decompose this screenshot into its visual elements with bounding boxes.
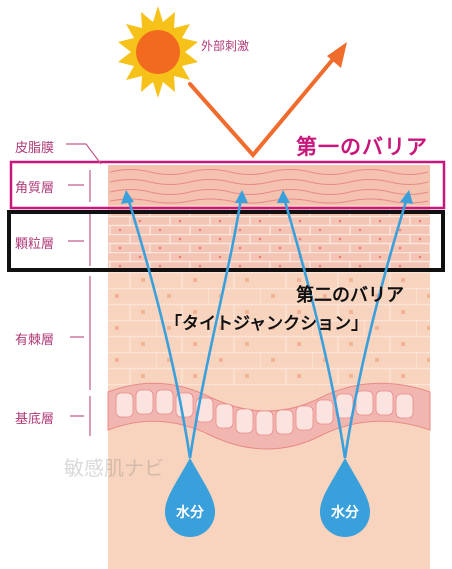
watermark: 敏感肌ナビ: [64, 456, 164, 480]
first-barrier-title: 第一のバリア: [296, 135, 428, 159]
tight-junction-label: 「タイトジャンクション」: [165, 314, 369, 334]
layer-guide-lines: [66, 143, 102, 436]
spinous-layer: [108, 269, 430, 387]
sun-icon: [118, 6, 198, 98]
moisture-arrows: [126, 197, 409, 459]
granular-layer: [108, 207, 430, 269]
moisture-arrowheads: [121, 190, 413, 204]
water-drop-icon: [165, 458, 215, 537]
corneum-cells: [109, 168, 429, 204]
water-drop-label: 水分: [176, 505, 204, 521]
second-barrier-frame: [7, 210, 445, 272]
arrow-head: [327, 42, 347, 68]
external-stimulus-arrow: [188, 56, 336, 159]
first-barrier-frame: [9, 160, 446, 210]
spinous-layer-label: 有棘層: [15, 333, 55, 348]
water-drop-icon: [320, 458, 370, 537]
sebum-membrane-label: 皮脂膜: [15, 141, 55, 156]
stratum-corneum-label: 角質層: [15, 181, 55, 196]
water-drop-label: 水分: [331, 505, 359, 521]
external-stimulus-label: 外部刺激: [201, 39, 250, 53]
second-barrier-title: 第二のバリア: [296, 285, 404, 306]
basal-layer-label: 基底層: [15, 412, 55, 427]
stratum-corneum-layer: [108, 165, 430, 205]
granular-layer-label: 顆粒層: [15, 237, 55, 252]
